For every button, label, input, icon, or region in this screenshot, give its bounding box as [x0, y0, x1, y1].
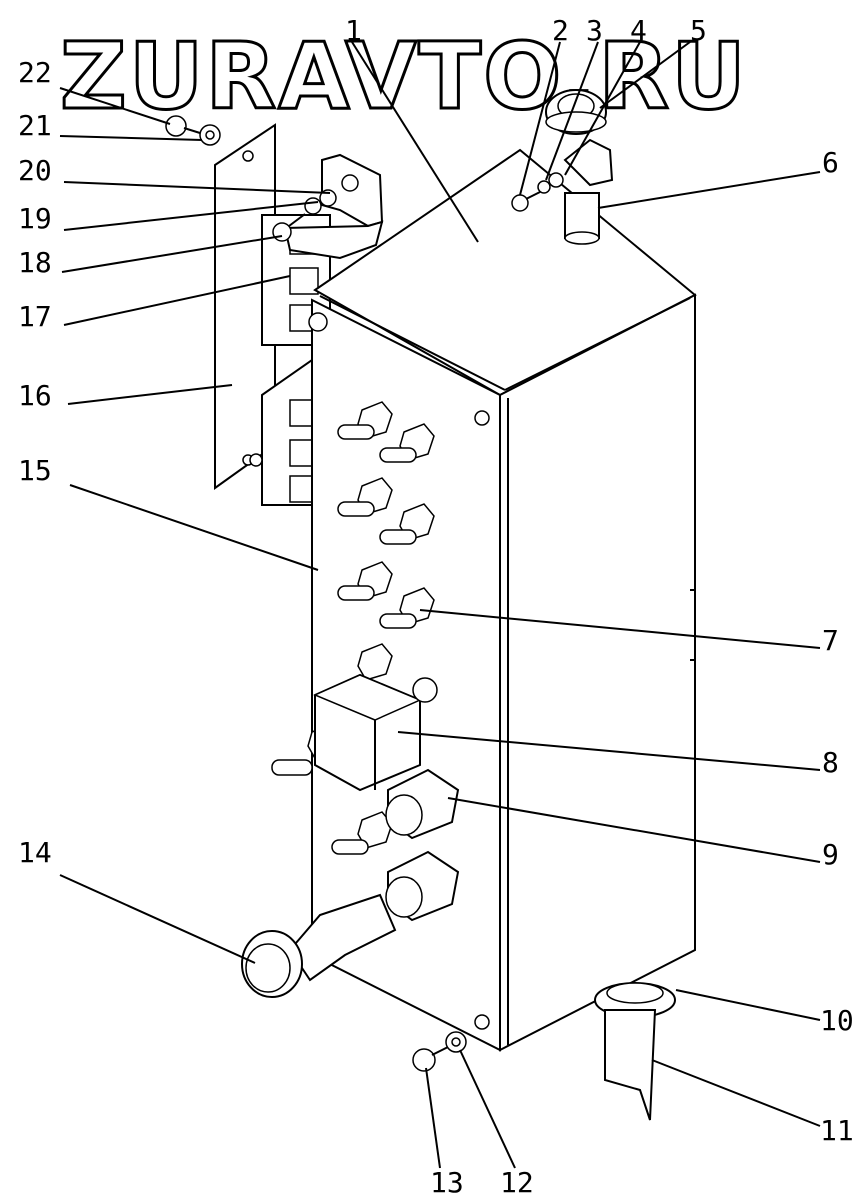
- callout-3: 3: [586, 14, 603, 47]
- callout-15: 15: [18, 454, 52, 487]
- callout-11: 11: [820, 1114, 854, 1147]
- indicator-lamp: [385, 768, 460, 840]
- callout-8: 8: [822, 746, 839, 779]
- indicator-lamp: [385, 850, 460, 922]
- bottom-screw: [412, 1031, 467, 1072]
- callout-2: 2: [552, 14, 569, 47]
- callout-1: 1: [345, 14, 362, 47]
- callout-17: 17: [18, 300, 52, 333]
- callout-16: 16: [18, 379, 52, 412]
- bottom-grommet: [594, 982, 676, 1121]
- top-left-screw: [165, 115, 221, 146]
- callout-6: 6: [822, 146, 839, 179]
- callout-20: 20: [18, 154, 52, 187]
- indicator-lamps: [385, 768, 460, 922]
- toggle-switch: [379, 423, 435, 463]
- toggle-switch: [337, 401, 393, 440]
- callout-18: 18: [18, 246, 52, 279]
- callout-labels: 1 2 3 4 5 6 7 8 9 10 11 12 13 14 15 16 1…: [18, 14, 854, 1199]
- toggle-switch: [379, 503, 435, 545]
- callout-10: 10: [820, 1004, 854, 1037]
- toggle-switch: [379, 587, 435, 629]
- callout-13: 13: [430, 1166, 464, 1199]
- callout-22: 22: [18, 56, 52, 89]
- watermark-text: ZURAVTO.RU: [60, 23, 748, 130]
- callout-7: 7: [822, 624, 839, 657]
- callout-19: 19: [18, 202, 52, 235]
- callout-21: 21: [18, 109, 52, 142]
- angle-bracket: [283, 153, 384, 260]
- toggle-switch: [337, 561, 393, 601]
- callout-5: 5: [690, 14, 707, 47]
- toggle-switch: [357, 643, 393, 681]
- callout-4: 4: [630, 14, 647, 47]
- toggle-switch: [331, 811, 393, 855]
- callout-14: 14: [18, 836, 52, 869]
- toggle-switch: [337, 477, 393, 517]
- lighter-socket: [241, 893, 397, 998]
- relay-block: [313, 673, 438, 792]
- leader-lines: [59, 41, 821, 1169]
- housing-body: [311, 148, 697, 1052]
- callout-9: 9: [822, 838, 839, 871]
- toggle-switches: [271, 401, 435, 855]
- callout-12: 12: [500, 1166, 534, 1199]
